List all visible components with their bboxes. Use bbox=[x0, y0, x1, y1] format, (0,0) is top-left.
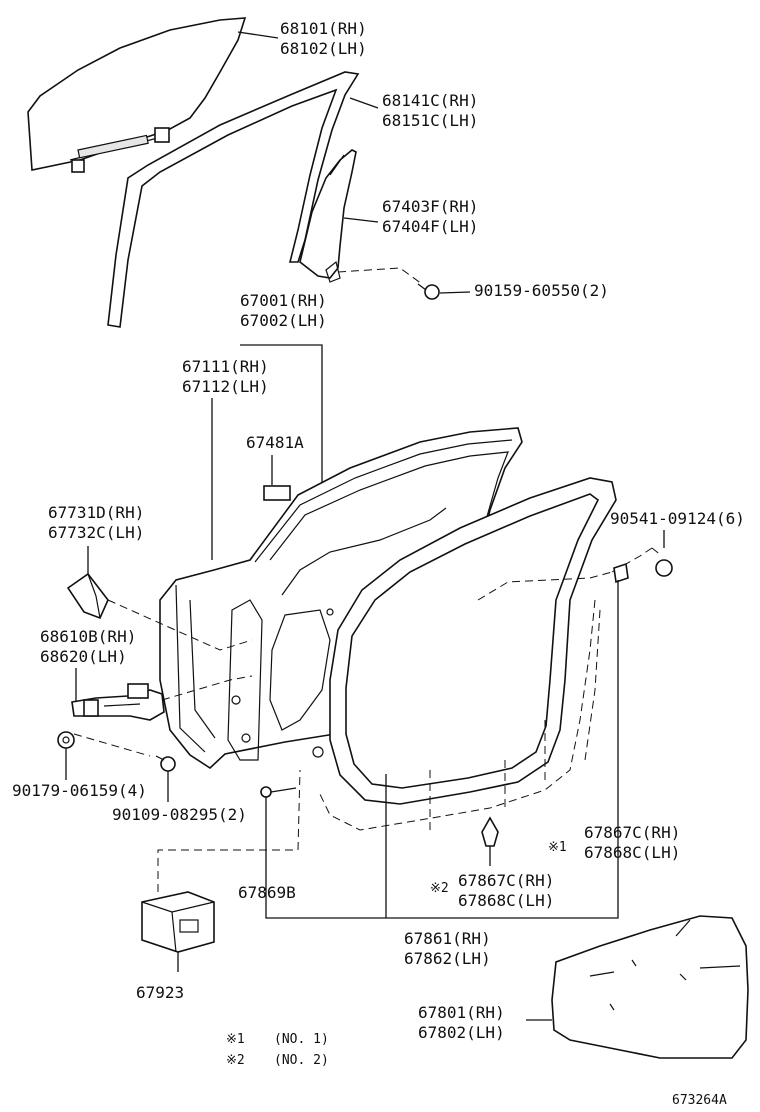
label-90541: 90541-09124(6) bbox=[610, 509, 745, 528]
clip-90541 bbox=[611, 530, 673, 584]
legend-note-1: (NO. 1) bbox=[274, 1032, 329, 1047]
bolt-90109 bbox=[155, 755, 176, 802]
hole-cover-67801 bbox=[526, 915, 749, 1059]
label-68141c: 68141C(RH) bbox=[382, 91, 478, 110]
door-check-68610b bbox=[71, 668, 253, 721]
label-67868c-2: 67868C(LH) bbox=[458, 891, 554, 910]
frame-garnish-67731 bbox=[66, 546, 253, 651]
diagram-id: 673264A bbox=[672, 1093, 727, 1108]
label-67802: 67802(LH) bbox=[418, 1023, 505, 1042]
division-bar bbox=[299, 149, 357, 283]
label-67867c-1: 67867C(RH) bbox=[584, 823, 680, 842]
label-68151c: 68151C(LH) bbox=[382, 111, 478, 130]
label-67112: 67112(LH) bbox=[182, 377, 269, 396]
label-67731d: 67731D(RH) bbox=[48, 503, 144, 522]
label-67002: 67002(LH) bbox=[240, 311, 327, 330]
cushion-67481a bbox=[263, 485, 291, 501]
label-67481a: 67481A bbox=[246, 433, 304, 452]
screw-90159 bbox=[337, 267, 471, 300]
legend: ※1 (NO. 1) ※2 (NO. 2) bbox=[226, 1032, 329, 1068]
label-90159: 90159-60550(2) bbox=[474, 281, 609, 300]
door-glass bbox=[27, 17, 247, 173]
label-67111: 67111(RH) bbox=[182, 357, 269, 376]
mark-2: ※2 bbox=[430, 881, 449, 896]
label-67868c-1: 67868C(LH) bbox=[584, 843, 680, 862]
nut-90179 bbox=[57, 731, 151, 780]
clip-67867c bbox=[481, 816, 499, 866]
label-68102: 68102(LH) bbox=[280, 39, 367, 58]
label-68620: 68620(LH) bbox=[40, 647, 127, 666]
label-67404f: 67404F(LH) bbox=[382, 217, 478, 236]
label-67869b: 67869B bbox=[238, 883, 296, 902]
label-90109: 90109-08295(2) bbox=[112, 805, 247, 824]
legend-note-2: (NO. 2) bbox=[274, 1053, 329, 1068]
module-67923 bbox=[141, 769, 301, 972]
legend-mark-1: ※1 bbox=[226, 1032, 245, 1047]
label-67801: 67801(RH) bbox=[418, 1003, 505, 1022]
legend-mark-2: ※2 bbox=[226, 1053, 245, 1068]
screw-67869b bbox=[260, 580, 619, 919]
callout-labels: 68101(RH) 68102(LH) 68141C(RH) 68151C(LH… bbox=[12, 19, 745, 1042]
label-67001: 67001(RH) bbox=[240, 291, 327, 310]
door-glass-run bbox=[107, 71, 360, 328]
label-67923: 67923 bbox=[136, 983, 184, 1002]
label-67732c: 67732C(LH) bbox=[48, 523, 144, 542]
label-67403f: 67403F(RH) bbox=[382, 197, 478, 216]
label-67861: 67861(RH) bbox=[404, 929, 491, 948]
label-67862: 67862(LH) bbox=[404, 949, 491, 968]
label-68610b: 68610B(RH) bbox=[40, 627, 136, 646]
mark-1: ※1 bbox=[548, 840, 567, 855]
label-68101: 68101(RH) bbox=[280, 19, 367, 38]
label-90179: 90179-06159(4) bbox=[12, 781, 147, 800]
label-67867c-2: 67867C(RH) bbox=[458, 871, 554, 890]
